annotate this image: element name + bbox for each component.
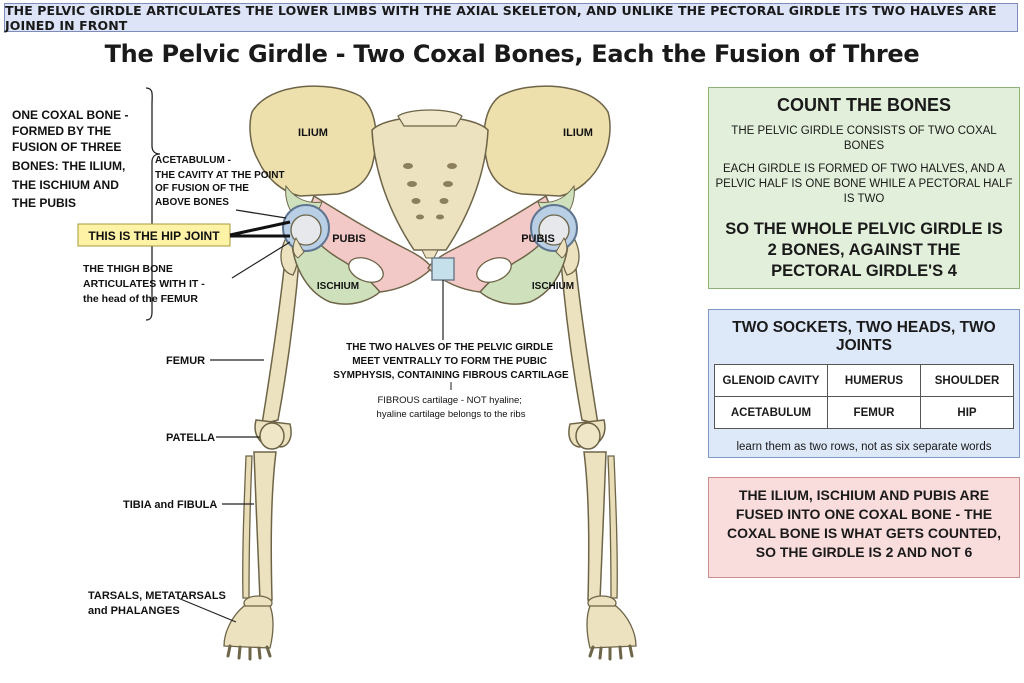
count-line-1: THE PELVIC GIRDLE CONSISTS OF TWO COXAL … bbox=[731, 125, 997, 152]
sockets-footnote: learn them as two rows, not as six separ… bbox=[736, 441, 992, 453]
sockets-table: GLENOID CAVITY HUMERUS SHOULDER ACETABUL… bbox=[714, 364, 1014, 429]
page-title: The Pelvic Girdle - Two Coxal Bones, Eac… bbox=[104, 40, 920, 68]
sockets-panel: TWO SOCKETS, TWO HEADS, TWO JOINTS GLENO… bbox=[708, 309, 1020, 458]
sockets-heading: TWO SOCKETS, TWO HEADS, TWO JOINTS bbox=[732, 319, 996, 354]
table-row: ACETABULUM FEMUR HIP bbox=[714, 396, 1014, 429]
ilium-label-right: ILIUM bbox=[563, 127, 593, 139]
svg-text:ONE COXAL BONE - FORMED: ONE COXAL BONE - FORMED BY THE FUSION OF… bbox=[12, 108, 132, 210]
svg-text:THE THIGH BONE ARTICULAT: THE THIGH BONE ARTICULATES WITH IT - the… bbox=[83, 263, 208, 305]
coxal-bracket bbox=[145, 87, 161, 321]
count-bones-panel: COUNT THE BONES THE PELVIC GIRDLE CONSIS… bbox=[708, 87, 1020, 289]
right-leg-bones bbox=[558, 238, 638, 661]
ischium-label-right: ISCHIUM bbox=[532, 281, 574, 292]
coxal-bone-note: ONE COXAL BONE - FORMED BY THE FUSION OF… bbox=[12, 108, 132, 210]
table-cell: ACETABULUM bbox=[714, 396, 828, 429]
svg-text:THE TWO HALVES OF THE PELVIC G: THE TWO HALVES OF THE PELVIC GIRDLE MEET… bbox=[333, 342, 569, 381]
pelvic-girdle-diagram: ILIUM ILIUM PUBIS PUBIS ISCHIUM ISCHIUM … bbox=[12, 85, 638, 661]
sacrum bbox=[371, 109, 489, 259]
fused-bones-text: THE ILIUM, ISCHIUM AND PUBIS ARE FUSED I… bbox=[726, 487, 1002, 560]
ischium-label-left: ISCHIUM bbox=[317, 281, 359, 292]
table-cell: SHOULDER bbox=[920, 364, 1014, 397]
count-conclusion: SO THE WHOLE PELVIC GIRDLE IS 2 BONES, A… bbox=[725, 220, 1003, 280]
thigh-bone-note: THE THIGH BONE ARTICULATES WITH IT - the… bbox=[83, 263, 208, 305]
svg-text:ACETABULUM - THE CAVITY: ACETABULUM - THE CAVITY AT THE POINT OF … bbox=[155, 155, 287, 208]
pubis-label-left: PUBIS bbox=[332, 233, 366, 245]
symphysis-note: THE TWO HALVES OF THE PELVIC GIRDLE MEET… bbox=[333, 342, 569, 381]
count-bones-heading: COUNT THE BONES bbox=[776, 95, 951, 115]
tibia-fibula-label: TIBIA and FIBULA bbox=[123, 499, 217, 511]
table-cell: GLENOID CAVITY bbox=[714, 364, 828, 397]
table-cell: FEMUR bbox=[827, 396, 921, 429]
fibrous-note: FIBROUS cartilage - NOT hyaline; hyaline… bbox=[377, 395, 526, 420]
patella-label: PATELLA bbox=[166, 432, 215, 444]
fused-bones-panel: THE ILIUM, ISCHIUM AND PUBIS ARE FUSED I… bbox=[708, 477, 1020, 578]
pubic-symphysis bbox=[431, 257, 455, 281]
acetabulum-note: ACETABULUM - THE CAVITY AT THE POINT OF … bbox=[155, 155, 287, 208]
table-cell: HUMERUS bbox=[827, 364, 921, 397]
count-line-2: EACH GIRDLE IS FORMED OF TWO HALVES, AND… bbox=[715, 163, 1013, 205]
ilium-label-left: ILIUM bbox=[298, 127, 328, 139]
hip-joint-label: THIS IS THE HIP JOINT bbox=[88, 229, 220, 243]
table-cell: HIP bbox=[920, 396, 1014, 429]
pubis-label-right: PUBIS bbox=[521, 233, 555, 245]
table-row: GLENOID CAVITY HUMERUS SHOULDER bbox=[714, 364, 1014, 397]
left-leg-bones bbox=[222, 238, 302, 661]
femur-label: FEMUR bbox=[166, 355, 205, 367]
top-banner: THE PELVIC GIRDLE ARTICULATES THE LOWER … bbox=[4, 3, 1018, 33]
tarsals-label: TARSALS, METATARSALS and PHALANGES bbox=[88, 590, 229, 617]
